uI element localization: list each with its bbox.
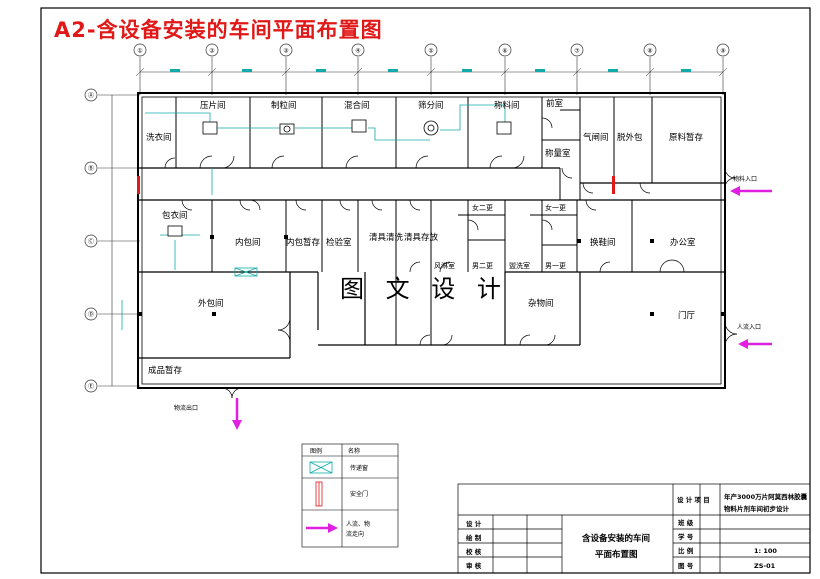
legend-header-name: 名称 (348, 447, 360, 455)
pass-windows (234, 267, 258, 277)
room-toolwash: 清具清洗 (369, 232, 404, 243)
legend-header-symbol: 图例 (310, 447, 322, 455)
axis-col-2: ② (209, 48, 215, 55)
room-outerpack: 外包间 (198, 298, 224, 309)
room-f2: 女二更 (472, 203, 493, 212)
room-press: 压片间 (200, 100, 226, 111)
legend-pass-window-icon (309, 461, 333, 474)
room-mix: 混合间 (344, 100, 370, 111)
tb-scale-label: 比 例 (678, 546, 694, 555)
room-washroom: 盥洗室 (509, 261, 530, 270)
tb-sheet-value: ZS-01 (754, 562, 776, 570)
legend-item-flow-a: 人流、物 (346, 520, 370, 528)
room-airlock: 气闸间 (583, 132, 609, 143)
scale (496, 121, 512, 135)
room-m1: 男一更 (545, 262, 566, 270)
room-innerpack: 内包间 (235, 237, 261, 248)
room-pelletize: 制粒间 (271, 100, 297, 111)
mixer (351, 119, 367, 133)
room-front: 前室 (546, 98, 564, 109)
legend-item-flow-b: 流走向 (346, 530, 364, 538)
axis-col-1: ① (137, 48, 142, 55)
label-material-out: 物流出口 (174, 404, 198, 412)
legend-item-pass-window: 传递窗 (350, 464, 368, 472)
tb-draw: 绘 制 (466, 533, 482, 542)
lower-partitions (395, 272, 432, 345)
outer-walls (137, 92, 726, 389)
room-rawstore: 原料暂存 (669, 132, 704, 143)
room-sundry: 杂物间 (528, 298, 554, 309)
dimension-top (135, 67, 728, 77)
room-sieve: 筛分间 (418, 100, 444, 111)
tb-design: 设 计 (466, 519, 482, 528)
room-office: 办公室 (670, 237, 696, 248)
axis-row-c: Ⓒ (88, 238, 94, 246)
room-weigh: 称料间 (494, 100, 520, 111)
room-weighroom: 称量室 (545, 148, 571, 159)
axis-col-4: ④ (355, 48, 360, 55)
tb-check: 校 核 (466, 547, 482, 556)
row-bubbles: Ⓐ Ⓑ Ⓒ Ⓓ Ⓔ (84, 88, 98, 393)
outer-walls-inner (141, 96, 722, 385)
label-people-in: 人流入口 (737, 323, 761, 331)
sheet-border (40, 7, 811, 574)
axis-col-8: ⑧ (647, 48, 652, 55)
tb-project-2: 物料片剂车间初步设计 (724, 504, 790, 513)
doors (164, 117, 738, 399)
axis-col-7: ⑦ (574, 48, 580, 55)
room-wash: 洗衣间 (146, 132, 172, 143)
people-in-arrow (738, 339, 772, 349)
security-doors (137, 176, 615, 194)
equipment-symbols (167, 119, 512, 237)
room-finished: 成品暂存 (148, 365, 183, 376)
drawing-title: A2-含设备安装的车间平面布置图 (54, 18, 383, 42)
legend-flow-arrow-icon (306, 523, 338, 533)
press-machine (202, 121, 218, 135)
axis-col-5: ⑤ (428, 48, 433, 55)
tb-drawing-name-1: 含设备安装的车间 (581, 533, 650, 544)
room-hall: 门厅 (678, 310, 696, 321)
material-out-arrow (232, 398, 242, 430)
room-innerstore: 内包暂存 (286, 237, 321, 248)
axis-row-b: Ⓑ (88, 165, 94, 173)
tb-id-label: 学 号 (678, 532, 694, 541)
room-shoes: 换鞋间 (590, 237, 616, 248)
room-f1: 女一更 (545, 203, 566, 212)
column-bubbles: ① ② ③ ④ ⑤ ⑥ ⑦ ⑧ ⑨ (133, 43, 730, 57)
watermark-text: 图 文 设 计 (340, 275, 508, 303)
title-block (457, 483, 811, 574)
room-m2: 男二更 (472, 262, 493, 270)
legend-safety-door-icon (315, 481, 323, 507)
material-in-arrow (730, 186, 772, 196)
room-unpack: 脱外包 (617, 132, 643, 143)
room-airshower: 风淋室 (434, 261, 455, 270)
room-toolstore: 清具存放 (404, 232, 439, 243)
axis-col-9: ⑨ (720, 48, 725, 55)
tb-scale-value: 1: 100 (754, 547, 777, 555)
dimension-marks (170, 69, 691, 72)
columns (138, 235, 725, 316)
tb-class-label: 班 级 (678, 518, 694, 527)
legend (301, 443, 399, 548)
axis-col-6: ⑥ (502, 48, 507, 55)
label-material-in: 物料入口 (733, 175, 757, 183)
legend-item-safety-door: 安全门 (350, 490, 368, 498)
tb-project-label: 设 计 项 目 (677, 495, 710, 504)
axis-col-3: ③ (283, 48, 288, 55)
axis-row-e: Ⓔ (88, 383, 94, 391)
tb-sheet-label: 图 号 (678, 561, 694, 570)
room-inspect: 检验室 (326, 237, 352, 248)
tb-audit: 审 核 (466, 561, 482, 570)
axis-row-d: Ⓓ (88, 311, 94, 319)
column-axes (139, 57, 724, 95)
middle-partitions (211, 200, 633, 272)
row-axes (98, 94, 140, 387)
tb-project-1: 年产3000万片阿莫西林胶囊 (724, 492, 808, 501)
room-coat: 包衣间 (162, 210, 188, 221)
top-partitions (175, 97, 653, 200)
coating-machine (167, 225, 183, 237)
tb-drawing-name-2: 平面布置图 (595, 549, 638, 560)
axis-row-a: Ⓐ (88, 92, 94, 100)
